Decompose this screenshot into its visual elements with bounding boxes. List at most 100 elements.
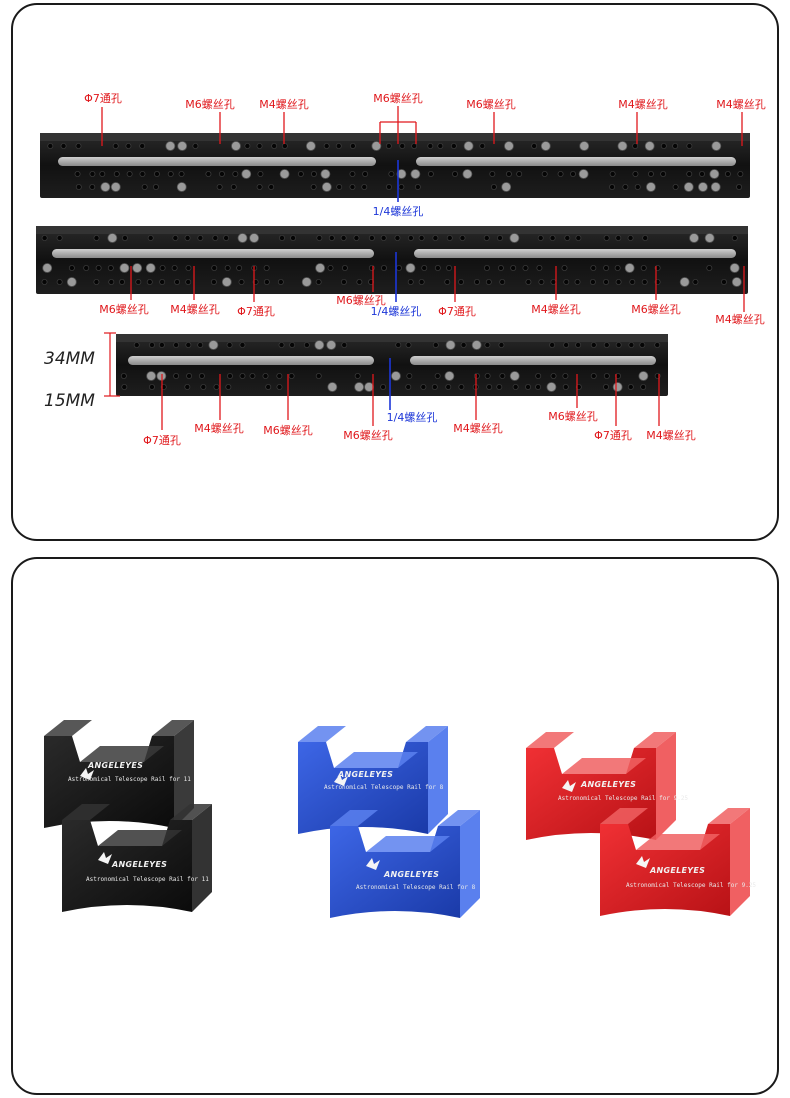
rail1-label-m6-right: M6螺丝孔 — [466, 98, 516, 111]
rail-hole — [686, 170, 693, 177]
rail-hole — [535, 383, 542, 390]
rail-hole — [335, 142, 342, 149]
rail-hole — [327, 382, 338, 392]
rail-hole — [177, 141, 188, 151]
rail-hole — [226, 372, 233, 379]
rail-hole — [211, 264, 218, 271]
rail-hole — [497, 264, 504, 271]
rail-hole — [624, 263, 635, 273]
rail3-label-m6-center: M6螺丝孔 — [343, 429, 393, 442]
rail-hole — [510, 264, 517, 271]
rail-hole — [737, 170, 744, 177]
rail-hole — [444, 278, 451, 285]
rail-hole — [731, 234, 738, 241]
rail-hole — [165, 141, 176, 151]
rail-hole — [146, 278, 153, 285]
rail-hole — [615, 341, 622, 348]
rail-hole — [646, 182, 656, 192]
rail-hole — [237, 233, 248, 243]
rail-hole — [421, 264, 428, 271]
rail-hole — [509, 233, 520, 243]
rail-hole — [634, 183, 641, 190]
rail-hole — [640, 383, 647, 390]
rail-hole — [185, 278, 192, 285]
rail-hole — [354, 382, 365, 392]
rail-hole — [314, 340, 325, 350]
rail1-label-m6: M6螺丝孔 — [185, 98, 235, 111]
rail-hole — [562, 372, 569, 379]
block-text-black-front: Astronomical Telescope Rail for 11 — [86, 876, 209, 883]
rail-hole — [239, 341, 246, 348]
block-brand-blue-back: ANGELEYES — [338, 770, 394, 779]
rail-hole — [60, 142, 67, 149]
rail-hole — [268, 183, 275, 190]
rail-hole — [485, 278, 492, 285]
rail-hole — [249, 233, 260, 243]
rail-hole — [121, 234, 128, 241]
rail-hole — [509, 371, 520, 381]
rail-hole — [505, 170, 512, 177]
rail-hole — [432, 341, 439, 348]
rail-hole — [119, 263, 130, 273]
rail-hole — [323, 142, 330, 149]
rail-hole — [603, 264, 610, 271]
rail-hole — [391, 371, 401, 381]
rail-hole — [198, 372, 205, 379]
rail-hole — [83, 264, 90, 271]
rail-hole — [405, 263, 416, 273]
rail-hole — [315, 372, 322, 379]
rail-hole — [132, 263, 143, 273]
rail-hole — [561, 264, 568, 271]
rail-hole — [709, 169, 720, 179]
rail-hole — [75, 183, 82, 190]
rail-hole — [192, 142, 199, 149]
rail-hole — [437, 142, 444, 149]
rail-hole — [563, 341, 570, 348]
rail-hole — [557, 170, 564, 177]
rail-hole — [496, 234, 503, 241]
rail-hole — [271, 142, 278, 149]
rail-hole — [303, 341, 310, 348]
rail-hole — [395, 341, 402, 348]
rail-hole — [310, 183, 317, 190]
rail-hole — [263, 278, 270, 285]
rail-hole — [471, 340, 482, 350]
rail-hole — [546, 382, 557, 392]
rail-hole — [632, 142, 639, 149]
rail-hole — [550, 372, 557, 379]
rail-hole — [126, 170, 133, 177]
rail-hole — [724, 170, 731, 177]
rail-hole — [405, 383, 412, 390]
rail-hole — [56, 234, 63, 241]
rail-hole — [95, 264, 102, 271]
rail2-label-m6-right: M6螺丝孔 — [631, 303, 681, 316]
rail2-label-phi7-right: Φ7通孔 — [438, 305, 476, 318]
rail-hole — [66, 277, 77, 287]
rail-hole — [256, 142, 263, 149]
block-text-blue-back: Astronomical Telescope Rail for 8 — [324, 784, 444, 791]
rail-hole — [249, 372, 256, 379]
rail-hole — [512, 383, 519, 390]
block-text-black-back: Astronomical Telescope Rail for 11 — [68, 776, 191, 783]
rail-hole — [146, 371, 157, 381]
rail-hole — [224, 264, 231, 271]
rail-hole — [647, 170, 654, 177]
rail-hole — [89, 183, 96, 190]
rail-hole — [431, 383, 438, 390]
rail1-label-phi7: Φ7通孔 — [84, 92, 122, 105]
rail2-label-phi7: Φ7通孔 — [237, 305, 275, 318]
rail-hole — [238, 278, 245, 285]
rail-hole — [683, 182, 694, 192]
rail-hole — [315, 278, 322, 285]
rail-hole — [171, 264, 178, 271]
rail-hole — [121, 383, 128, 390]
rail-hole — [729, 263, 740, 273]
rail-hole — [380, 264, 387, 271]
rail-hole — [226, 341, 233, 348]
rail-hole — [120, 372, 127, 379]
rail-hole — [418, 278, 425, 285]
rail-hole — [463, 141, 474, 151]
rail-hole — [614, 264, 621, 271]
rail-hole — [218, 170, 225, 177]
rail-hole — [458, 278, 465, 285]
